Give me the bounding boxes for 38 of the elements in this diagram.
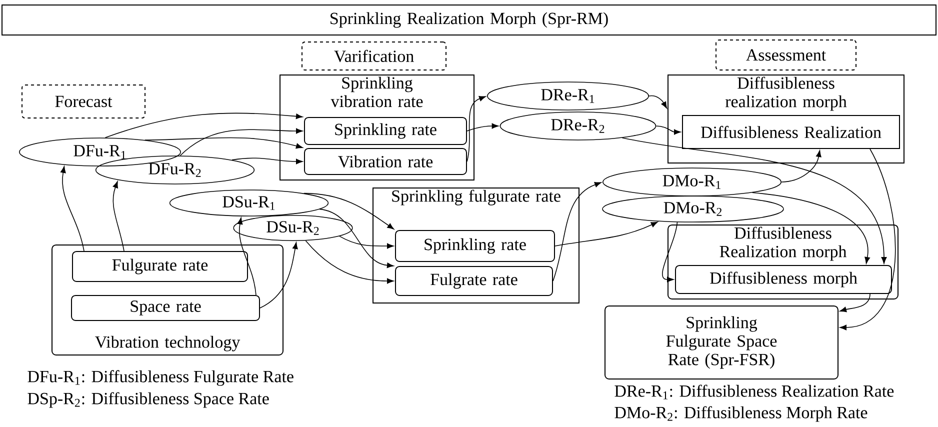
arrow <box>662 222 678 282</box>
title-bar: Sprinkling Realization Morph (Spr-RM) <box>2 4 936 36</box>
arrow <box>260 242 298 308</box>
arrow <box>104 112 303 138</box>
arrow <box>554 222 658 246</box>
arrow <box>319 208 394 268</box>
arrow <box>305 240 394 284</box>
arrow <box>648 95 668 108</box>
arrow <box>232 158 303 164</box>
arrow <box>180 128 303 156</box>
arrow <box>112 181 124 252</box>
legend-note: DFu-R$_{1}$: Diffusibleness Fulgurate Rate <box>28 370 294 386</box>
arrow <box>552 182 602 282</box>
arrow <box>840 294 870 312</box>
arrow <box>304 192 394 230</box>
rate-box: Space rate <box>71 295 260 321</box>
rate-box: Vibration rate <box>304 148 467 175</box>
result-box: Sprinkling Fulgurate Space Rate (Spr-FSR) <box>604 306 838 380</box>
rate-box: Sprinkling rate <box>395 230 555 262</box>
stage-box: Varification <box>302 42 446 70</box>
arrow <box>781 150 822 182</box>
legend-note: DSp-R$_{2}$: Diffusibleness Space Rate <box>28 392 269 408</box>
arrow <box>339 236 394 249</box>
arrow <box>656 126 681 135</box>
arrow <box>622 137 887 264</box>
rate-box: Sprinkling rate <box>304 117 467 145</box>
stage-box: Forecast <box>22 84 146 118</box>
legend-note: DMo-R$_{2}$: Diffusibleness Morph Rate <box>614 406 868 422</box>
rate-box: Fulgrate rate <box>395 266 553 296</box>
arrow <box>840 148 896 330</box>
arrow <box>60 166 84 252</box>
arrow <box>144 137 303 149</box>
morph-box: Diffusibleness Realization <box>682 115 900 149</box>
arrow <box>237 218 256 296</box>
rate-box: Fulgurate rate <box>72 251 248 282</box>
stage-box: Assessment <box>716 40 856 70</box>
arrow <box>466 123 499 132</box>
morph-box: Diffusibleness morph <box>675 265 892 294</box>
